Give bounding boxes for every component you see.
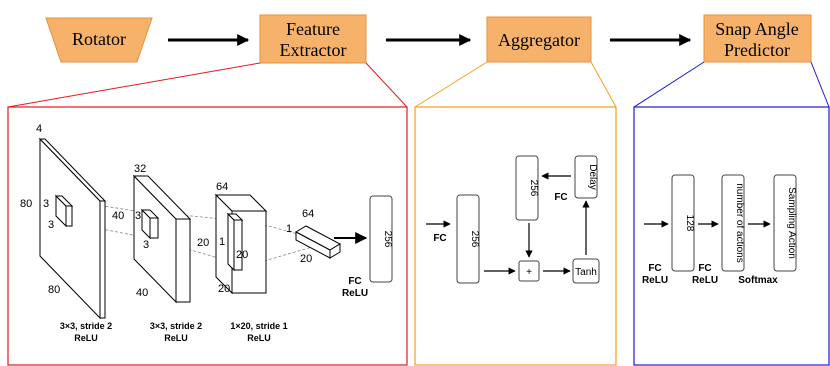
aggregator-panel xyxy=(414,106,617,366)
aggregator-input-label: FC xyxy=(433,233,446,244)
rotator-label: Rotator xyxy=(72,29,126,49)
feature-extractor-label-line2: Extractor xyxy=(280,40,347,60)
layer1-kernel-h: 3 xyxy=(43,198,49,210)
delay-box xyxy=(574,155,598,199)
aggregator-zoom-line-right xyxy=(590,61,617,108)
predictor-label3: Softmax xyxy=(738,275,778,286)
layer3-kernel-h: 20 xyxy=(236,249,248,261)
layer2-width: 40 xyxy=(136,287,148,299)
predictor-box-sampling-label: Sampling Action xyxy=(786,187,797,259)
layer4-dim1: 1 xyxy=(286,223,292,235)
snap-angle-predictor-block: Snap Angle Predictor xyxy=(703,14,812,63)
aggregator-state-fc-label: FC xyxy=(554,192,567,203)
layer1-height: 80 xyxy=(20,198,32,210)
layer1-width: 80 xyxy=(48,284,60,296)
conv-layer-1 xyxy=(38,137,107,320)
predictor-box-actions xyxy=(721,174,745,272)
predictor-panel xyxy=(633,106,830,366)
caption-1-line1: 3×3, stride 2 xyxy=(60,321,112,331)
layer2-channels: 32 xyxy=(134,163,146,175)
predictor-label2-line2: ReLU xyxy=(692,275,718,286)
aggregator-zoom-line-left xyxy=(414,61,488,108)
aggregator-fc-box xyxy=(456,194,480,284)
conv-layer-3 xyxy=(214,193,268,295)
caption-3-line1: 1×20, stride 1 xyxy=(230,321,287,331)
delay-label: Delay xyxy=(587,164,598,190)
feature-zoom-line-right xyxy=(365,62,408,108)
conv-layer-2 xyxy=(132,174,192,304)
layer3-height: 20 xyxy=(197,237,209,249)
aggregator-state-box xyxy=(515,155,539,221)
plus-label: + xyxy=(526,267,532,278)
feature-extractor-panel xyxy=(7,106,408,366)
plus-node xyxy=(518,260,540,282)
layer1-channels: 4 xyxy=(36,123,42,135)
aggregator-block: Aggregator xyxy=(486,16,592,63)
predictor-zoom-line-right xyxy=(810,61,830,108)
predictor-box-sampling xyxy=(773,174,797,272)
feature-extractor-block: Feature Extractor xyxy=(259,14,367,64)
predictor-zoom-line-left xyxy=(633,61,705,108)
layer3-width: 20 xyxy=(218,283,230,295)
layer3-channels: 64 xyxy=(216,181,228,193)
predictor-label1-line2: ReLU xyxy=(642,275,668,286)
layer2-height: 40 xyxy=(112,210,124,222)
layer1-kernel-w: 3 xyxy=(48,219,54,231)
layer2-kernel-h: 3 xyxy=(135,210,141,222)
rotator-block: Rotator xyxy=(45,17,153,63)
predictor-box-128-label: 128 xyxy=(684,215,695,232)
fc-label-line2: ReLU xyxy=(342,288,368,299)
feature-extractor-label-line1: Feature xyxy=(286,19,340,39)
predictor-label2-line1: FC xyxy=(698,263,711,274)
caption-2-line2: ReLU xyxy=(164,333,188,343)
fc-label-line1: FC xyxy=(348,276,361,287)
conv-layer-4 xyxy=(294,225,342,259)
aggregator-fc-label: 256 xyxy=(469,231,480,248)
snap-angle-label-line1: Snap Angle xyxy=(715,19,799,39)
layer4-channels: 64 xyxy=(302,208,314,220)
predictor-label1-line1: FC xyxy=(648,263,661,274)
fc-256-box xyxy=(369,195,393,283)
caption-1-line2: ReLU xyxy=(74,333,98,343)
fc-256-label: 256 xyxy=(382,231,393,248)
predictor-box-actions-label: number of actions xyxy=(734,183,745,263)
layer4-dim2: 20 xyxy=(300,253,312,265)
caption-2-line1: 3×3, stride 2 xyxy=(150,321,202,331)
feature-zoom-line-left xyxy=(7,62,261,108)
aggregator-label: Aggregator xyxy=(498,30,580,50)
layer3-kernel-w: 1 xyxy=(219,236,225,248)
aggregator-state-label: 256 xyxy=(528,180,539,197)
caption-3-line2: ReLU xyxy=(247,333,271,343)
tanh-label: Tanh xyxy=(575,267,597,278)
layer2-kernel-w: 3 xyxy=(143,239,149,251)
snap-angle-label-line2: Predictor xyxy=(724,40,790,60)
predictor-box-128 xyxy=(671,174,695,272)
tanh-box xyxy=(572,258,600,284)
